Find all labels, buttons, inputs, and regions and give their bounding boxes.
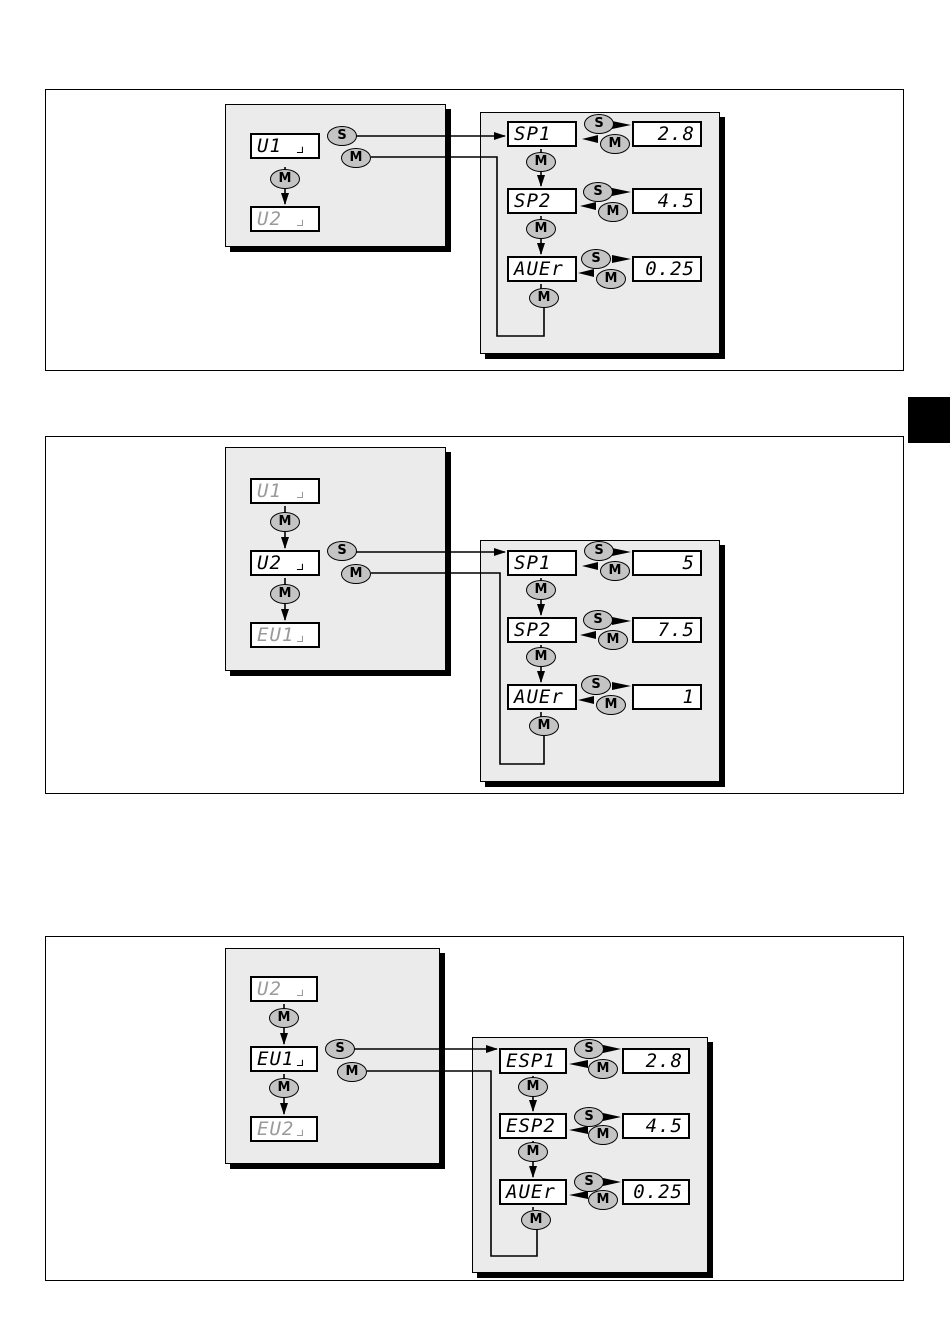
d3-sub-mode-down-1[interactable]: M (518, 1077, 548, 1097)
d1-sub-set-button-1[interactable]: S (584, 114, 614, 134)
diagram-3-param-1[interactable]: ESP1 (499, 1048, 567, 1074)
page-tab-marker (908, 397, 950, 443)
d3-mode-button-2[interactable]: M (269, 1078, 299, 1098)
diagram-1-value-3: 0.25 (632, 256, 702, 282)
d2-sub-set-button-2[interactable]: S (583, 610, 613, 630)
d1-sub-mode-down-3[interactable]: M (529, 288, 559, 308)
d2-sub-mode-down-1[interactable]: M (526, 580, 556, 600)
diagram-2-submenu-panel (480, 540, 720, 782)
d2-mode-button-1[interactable]: M (270, 512, 300, 532)
d3-sub-set-button-2[interactable]: S (574, 1107, 604, 1127)
d1-sub-set-button-2[interactable]: S (583, 182, 613, 202)
diagram-2-value-3: 1 (632, 684, 702, 710)
diagram-2-value-2: 7.5 (632, 617, 702, 643)
d3-sub-set-button-3[interactable]: S (574, 1172, 604, 1192)
diagram-3-menu-item-2[interactable]: EU1⌟ (250, 1046, 318, 1072)
d1-sub-mode-button-3[interactable]: M (596, 269, 626, 289)
diagram-1-value-1: 2.8 (632, 121, 702, 147)
diagram-1-param-2[interactable]: SP2 (507, 188, 577, 214)
d2-sub-mode-button-1[interactable]: M (600, 561, 630, 581)
d3-sub-mode-down-3[interactable]: M (521, 1210, 551, 1230)
diagram-2-menu-item-3[interactable]: EU1⌟ (250, 622, 320, 648)
d3-sub-mode-button-3[interactable]: M (588, 1190, 618, 1210)
d3-sub-mode-button-2[interactable]: M (588, 1125, 618, 1145)
d2-set-button[interactable]: S (327, 541, 357, 561)
d1-set-button[interactable]: S (327, 126, 357, 146)
diagram-3-menu-item-3[interactable]: EU2⌟ (250, 1116, 318, 1142)
diagram-1-frame (45, 89, 904, 371)
d2-sub-mode-down-3[interactable]: M (529, 716, 559, 736)
diagram-1-param-1[interactable]: SP1 (507, 121, 577, 147)
d3-mode-button-1[interactable]: M (269, 1008, 299, 1028)
diagram-2-menu-item-2[interactable]: U2 ⌟ (250, 550, 320, 576)
diagram-2-param-3[interactable]: AUEr (507, 684, 577, 710)
diagram-3-value-2: 4.5 (622, 1113, 690, 1139)
diagram-2-param-1[interactable]: SP1 (507, 550, 577, 576)
diagram-2-param-2[interactable]: SP2 (507, 617, 577, 643)
diagram-1-submenu-panel (480, 112, 720, 354)
d3-sub-set-button-1[interactable]: S (574, 1039, 604, 1059)
d1-mode-button-return[interactable]: M (341, 148, 371, 168)
diagram-2-frame (45, 436, 904, 794)
diagram-1-value-2: 4.5 (632, 188, 702, 214)
diagram-3-param-2[interactable]: ESP2 (499, 1113, 567, 1139)
diagram-3-value-1: 2.8 (622, 1048, 690, 1074)
diagram-2-value-1: 5 (632, 550, 702, 576)
d1-sub-mode-down-1[interactable]: M (526, 152, 556, 172)
d3-sub-mode-button-1[interactable]: M (588, 1059, 618, 1079)
d3-set-button[interactable]: S (325, 1039, 355, 1059)
diagram-1-menu-item-1[interactable]: U1 ⌟ (250, 133, 320, 159)
diagram-3-value-3: 0.25 (622, 1179, 690, 1205)
diagram-2-menu-item-1[interactable]: U1 ⌟ (250, 478, 320, 504)
d1-sub-mode-button-1[interactable]: M (600, 134, 630, 154)
d2-mode-button-return[interactable]: M (341, 564, 371, 584)
d2-sub-mode-button-3[interactable]: M (596, 695, 626, 715)
d1-sub-set-button-3[interactable]: S (581, 249, 611, 269)
d1-sub-mode-down-2[interactable]: M (526, 219, 556, 239)
diagram-3-menu-item-1[interactable]: U2 ⌟ (250, 976, 318, 1002)
diagram-1-param-3[interactable]: AUEr (507, 256, 577, 282)
d2-sub-mode-down-2[interactable]: M (526, 647, 556, 667)
diagram-3-param-3[interactable]: AUEr (499, 1179, 567, 1205)
d2-sub-set-button-3[interactable]: S (581, 675, 611, 695)
d1-mode-button[interactable]: M (270, 169, 300, 189)
d1-sub-mode-button-2[interactable]: M (598, 202, 628, 222)
d2-mode-button-2[interactable]: M (270, 584, 300, 604)
diagram-1-menu-item-2[interactable]: U2 ⌟ (250, 206, 320, 232)
d3-sub-mode-down-2[interactable]: M (518, 1142, 548, 1162)
d3-mode-button-return[interactable]: M (337, 1062, 367, 1082)
d2-sub-set-button-1[interactable]: S (584, 541, 614, 561)
d2-sub-mode-button-2[interactable]: M (598, 630, 628, 650)
